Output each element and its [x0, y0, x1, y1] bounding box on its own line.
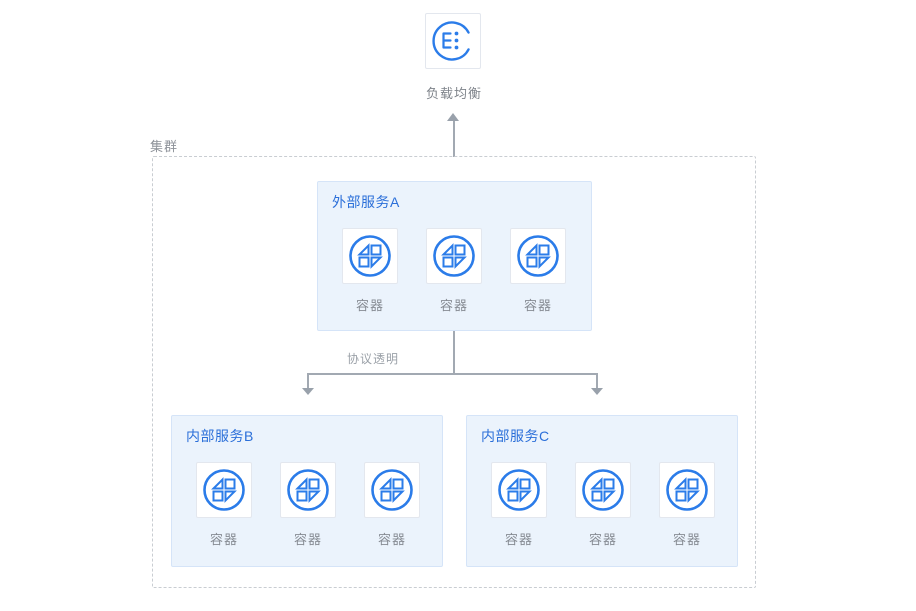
container-node: 容器	[659, 462, 715, 548]
container-label: 容器	[355, 298, 384, 313]
container-label: 容器	[293, 532, 322, 547]
container-label: 容器	[209, 532, 238, 547]
container-icon	[280, 462, 336, 518]
container-tile	[280, 462, 336, 518]
connector-horizontal-line	[307, 373, 597, 375]
arrow-up-head	[447, 113, 459, 121]
container-node: 容器	[280, 462, 336, 548]
service-title-external-a: 外部服务A	[332, 194, 400, 210]
container-tile	[575, 462, 631, 518]
load-balancer-tile	[425, 13, 481, 69]
container-node: 容器	[426, 228, 482, 314]
container-label: 容器	[523, 298, 552, 313]
container-icon	[575, 462, 631, 518]
container-icon	[659, 462, 715, 518]
service-box-internal-c: 内部服务C 容器 容器 容器	[466, 415, 738, 567]
container-icon	[364, 462, 420, 518]
container-icon	[491, 462, 547, 518]
cluster-boundary	[152, 156, 756, 588]
container-label: 容器	[504, 532, 533, 547]
container-label: 容器	[439, 298, 468, 313]
arrow-down-head-right	[591, 388, 603, 395]
service-box-external-a: 外部服务A 容器 容器 容器	[317, 181, 592, 331]
service-title-internal-b: 内部服务B	[186, 428, 254, 444]
arrow-up-line	[453, 121, 455, 157]
container-node: 容器	[364, 462, 420, 548]
container-tile	[426, 228, 482, 284]
container-tile	[364, 462, 420, 518]
container-icon	[342, 228, 398, 284]
arrow-down-head-left	[302, 388, 314, 395]
container-node: 容器	[510, 228, 566, 314]
container-tile	[659, 462, 715, 518]
edge-label: 协议透明	[347, 352, 400, 366]
container-tile	[510, 228, 566, 284]
container-node: 容器	[491, 462, 547, 548]
container-tile	[342, 228, 398, 284]
load-balancer-icon	[425, 13, 481, 69]
container-tile	[196, 462, 252, 518]
container-tile	[491, 462, 547, 518]
cluster-label: 集群	[150, 139, 179, 154]
container-row: 容器 容器 容器	[467, 462, 737, 548]
connector-right-stub	[596, 373, 598, 389]
load-balancer-node	[425, 13, 481, 69]
container-icon	[510, 228, 566, 284]
container-node: 容器	[342, 228, 398, 314]
connector-vertical-line	[453, 331, 455, 373]
connector-left-stub	[307, 373, 309, 389]
container-node: 容器	[196, 462, 252, 548]
container-label: 容器	[588, 532, 617, 547]
load-balancer-label: 负载均衡	[425, 86, 482, 101]
container-icon	[196, 462, 252, 518]
container-row: 容器 容器 容器	[318, 228, 591, 314]
container-label: 容器	[377, 532, 406, 547]
container-node: 容器	[575, 462, 631, 548]
container-row: 容器 容器 容器	[172, 462, 442, 548]
service-box-internal-b: 内部服务B 容器 容器 容器	[171, 415, 443, 567]
container-label: 容器	[672, 532, 701, 547]
container-icon	[426, 228, 482, 284]
service-title-internal-c: 内部服务C	[481, 428, 550, 444]
